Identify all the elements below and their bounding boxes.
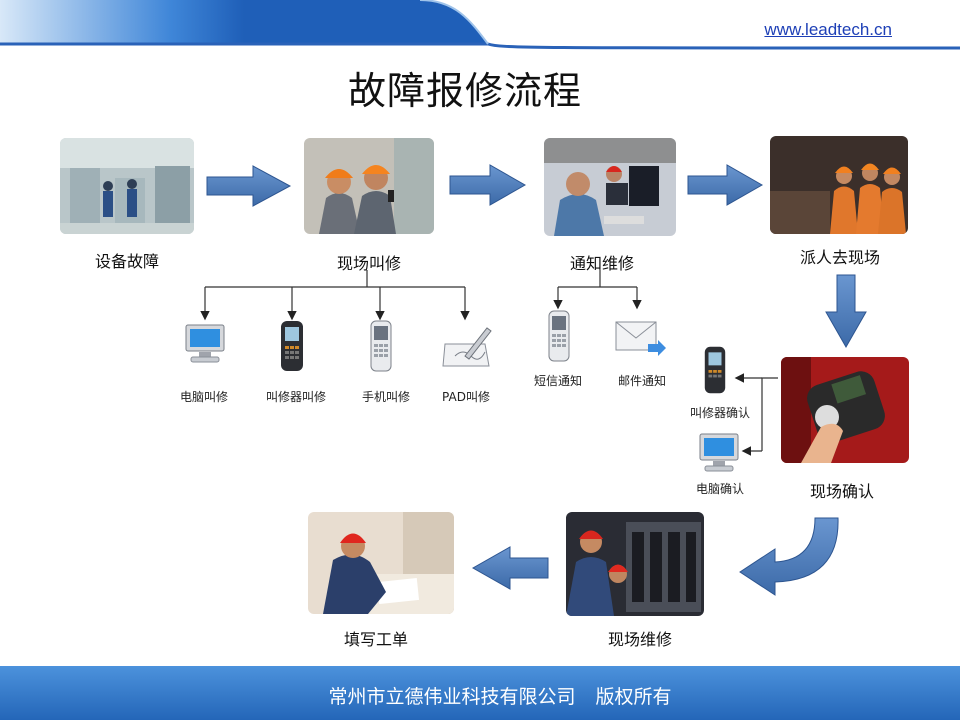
notify-email-label: 邮件通知 — [617, 374, 666, 388]
sms-phone-icon — [546, 310, 572, 366]
method-handheld-label: 叫修器叫修 — [265, 390, 326, 404]
arrow-notify-to-dispatch — [687, 164, 764, 206]
computer-icon — [183, 322, 227, 370]
form-photo — [308, 512, 454, 614]
confirm-connectors — [734, 373, 778, 456]
step-fault-label: 设备故障 — [94, 252, 159, 271]
footer-band — [0, 666, 960, 720]
notify-photo — [544, 138, 676, 236]
step-call-label: 现场叫修 — [336, 254, 401, 273]
confirm-computer-label: 电脑确认 — [695, 482, 744, 496]
confirm-handheld-icon — [702, 345, 728, 399]
handheld-terminal-icon — [278, 320, 306, 376]
mobile-phone-icon — [368, 320, 394, 376]
arrow-call-to-notify — [449, 164, 527, 206]
arrow-confirm-to-repair — [739, 517, 839, 596]
call-connectors — [200, 270, 470, 321]
footer-copyright: 常州市立德伟业科技有限公司版权所有 — [0, 682, 960, 709]
dispatch-photo — [770, 136, 908, 234]
repair-photo — [566, 512, 704, 616]
arrow-fault-to-call — [206, 165, 292, 207]
header-band — [0, 0, 960, 50]
step-confirm-label: 现场确认 — [809, 482, 874, 501]
step-notify-label: 通知维修 — [569, 254, 634, 273]
step-dispatch-label: 派人去现场 — [799, 248, 880, 267]
arrow-repair-to-form — [471, 546, 549, 590]
method-computer-label: 电脑叫修 — [179, 390, 228, 404]
website-link[interactable]: www.leadtech.cn — [764, 20, 892, 39]
notify-sms-label: 短信通知 — [533, 374, 582, 388]
footer-rights: 版权所有 — [595, 686, 672, 708]
fault-photo — [60, 138, 194, 234]
page-title: 故障报修流程 — [347, 69, 582, 113]
confirm-handheld-label: 叫修器确认 — [689, 406, 750, 420]
call-photo — [304, 138, 434, 234]
method-phone-label: 手机叫修 — [361, 390, 410, 404]
notify-connectors — [553, 270, 642, 310]
arrow-dispatch-to-confirm — [825, 274, 867, 349]
confirm-photo — [781, 357, 909, 463]
step-repair-label: 现场维修 — [607, 630, 672, 649]
email-icon — [614, 318, 666, 366]
step-form-label: 填写工单 — [343, 630, 408, 649]
tablet-pen-icon — [441, 322, 493, 374]
method-pad-label: PAD叫修 — [442, 390, 490, 404]
confirm-computer-icon — [697, 431, 741, 479]
footer-company: 常州市立德伟业科技有限公司 — [328, 686, 576, 708]
